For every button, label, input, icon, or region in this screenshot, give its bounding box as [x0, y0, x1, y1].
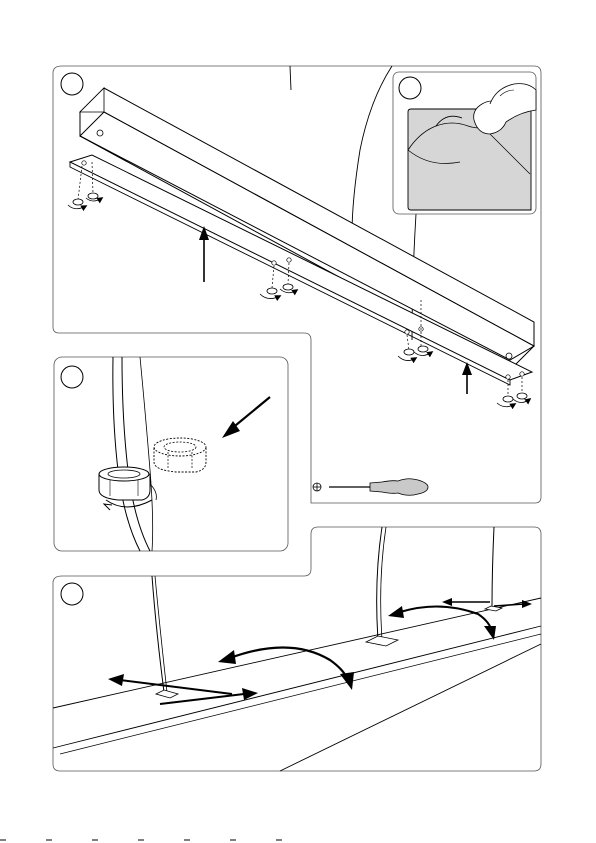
track-perspective [53, 598, 541, 771]
panel-3 [54, 357, 288, 551]
panel-2 [393, 72, 536, 214]
ceiling-edge [352, 66, 392, 234]
phillips-screwdriver-icon [313, 479, 428, 496]
cable-left [152, 576, 178, 698]
swivel-arrow-right [388, 606, 496, 640]
lift-arrow-left [199, 226, 209, 282]
cable-middle [366, 527, 398, 646]
step-marker-1 [61, 73, 83, 95]
cable-right [485, 527, 502, 611]
lift-arrow-right [462, 362, 472, 394]
swivel-arrow-middle [218, 647, 354, 690]
step-marker-4 [61, 583, 83, 605]
panel-4 [53, 527, 541, 771]
